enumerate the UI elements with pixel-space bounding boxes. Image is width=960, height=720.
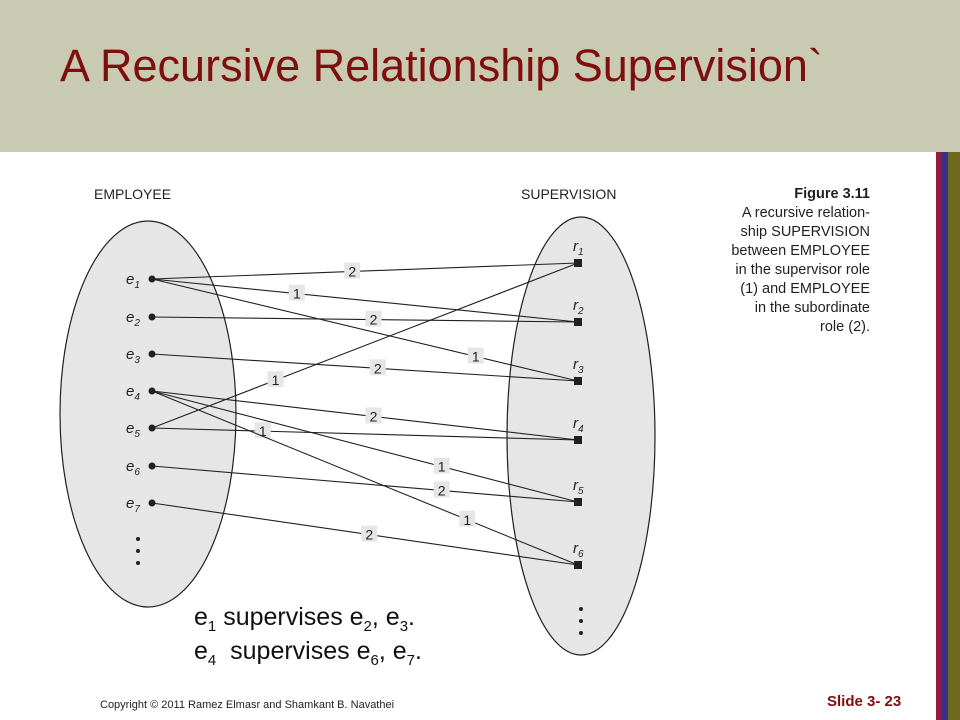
right-edge-stripe-blue [942,152,948,720]
employee-dot-e5 [148,424,156,432]
caption-line: role (2). [820,319,870,335]
employee-dot-e3 [148,350,156,358]
relationship-instance-r4 [574,436,582,444]
relationship-label-r6: r6 [573,540,584,560]
role-label-bg [361,525,378,542]
employee-ellipsis [136,537,140,565]
role-label: 2 [370,312,378,328]
relationship-instance-r6 [574,561,582,569]
relationship-instance-r5 [574,498,582,506]
right-edge-stripe-red [936,152,942,720]
caption-line: in the subordinate [754,300,870,316]
relationship-instance-r3 [574,377,582,385]
employee-dot-e4 [148,387,156,395]
supervision-set-label: SUPERVISION [521,186,616,202]
role-label: 2 [370,408,378,424]
caption-line: A recursive relation- [741,205,870,221]
link-e5-r4 [151,427,579,441]
caption-line: in the supervisor role [735,262,870,278]
relationship-label-r4: r4 [573,415,584,435]
supervision-ellipsis [579,607,583,635]
role-label-bg [459,510,476,527]
link-e5-r1 [151,262,579,429]
caption-line: (1) and EMPLOYEE [740,281,870,297]
link-e1-r3 [151,278,579,382]
relationship-label-r2: r2 [573,297,584,317]
link-e4-r5 [151,390,579,503]
role-label: 1 [472,349,480,365]
role-label-bg [369,359,386,376]
relationship-instance-r2 [574,318,582,326]
role-label-bg [267,371,284,388]
role-label-bg [433,481,450,498]
role-label: 1 [293,286,301,302]
page-title: A Recursive Relationship Supervision` [60,40,823,91]
relationship-label-r3: r3 [573,356,584,376]
role-label: 2 [348,263,356,279]
role-label-bg [365,310,382,327]
right-edge-stripe-olive [948,152,960,720]
role-label: 1 [272,372,280,388]
role-label-bg [288,284,305,301]
relationship-label-r5: r5 [573,477,584,497]
link-e4-r4 [151,390,579,441]
employee-set-label: EMPLOYEE [94,186,171,202]
caption-line: ship SUPERVISION [740,224,870,240]
statement-e4: e4 supervises e6, e7. [194,637,422,669]
employee-dot-e7 [148,499,156,507]
figure-title: Figure 3.11 [794,186,870,202]
employee-dot-e1 [148,275,156,283]
figure-caption: Figure 3.11 A recursive relation- ship S… [700,185,870,337]
slide-number: Slide 3- 23 [827,693,902,710]
copyright-notice: Copyright © 2011 Ramez Elmasr and Shamka… [100,699,395,711]
link-e1-r2 [151,278,579,323]
role-label-bg [433,457,450,474]
role-label-bg [365,407,382,424]
role-label: 1 [438,458,446,474]
link-e6-r5 [151,465,579,503]
link-e1-r1 [151,262,579,280]
header-band [0,0,960,152]
role-label-bg [344,262,361,279]
link-e4-r6 [151,390,579,566]
role-label: 1 [259,423,267,439]
relationship-instance-r1 [574,259,582,267]
role-label-bg [467,347,484,364]
link-e2-r2 [151,316,579,323]
relationship-label-r1: r1 [573,238,584,258]
employee-dot-e2 [148,313,156,321]
employee-dot-e6 [148,462,156,470]
role-label: 2 [365,527,373,543]
caption-line: between EMPLOYEE [731,243,870,259]
links-layer: 2 1 2 1 2 1 2 1 1 2 1 2 [151,262,579,566]
link-e3-r3 [151,353,579,382]
role-label: 1 [463,512,471,528]
role-label: 2 [438,482,446,498]
role-label: 2 [374,360,382,376]
statement-e1: e1 supervises e2, e3. [194,603,415,635]
